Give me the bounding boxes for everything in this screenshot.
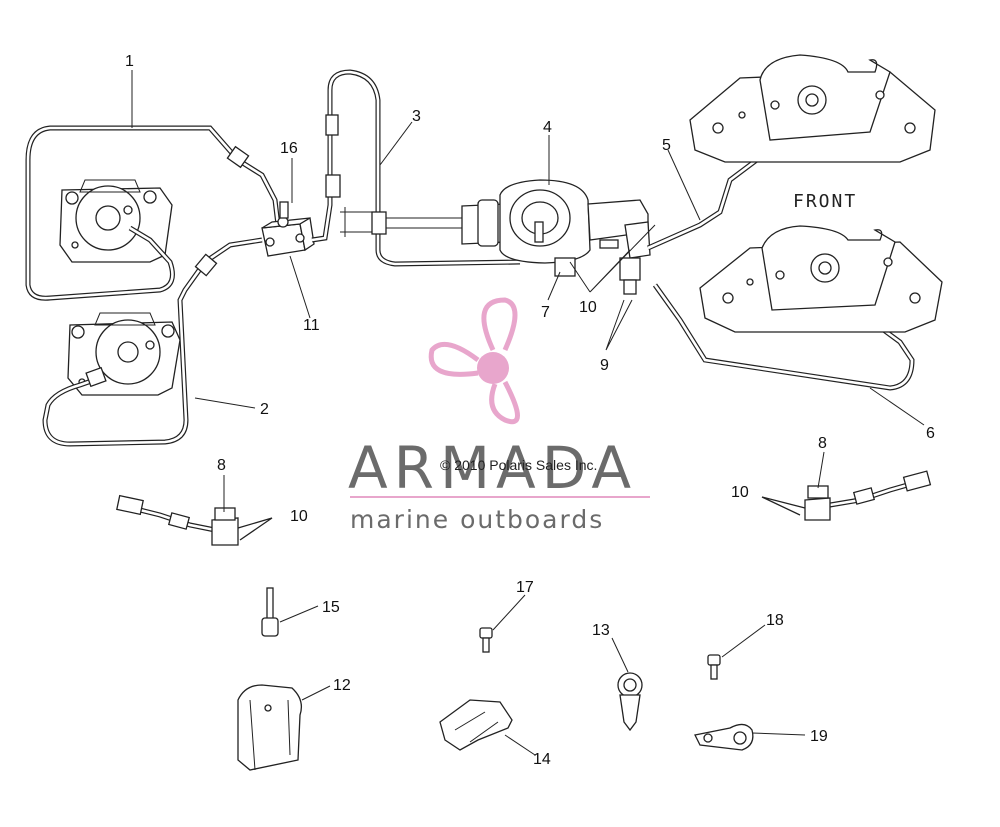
- copyright-text: © 2010 Polaris Sales Inc.: [440, 457, 597, 473]
- banjo-fitting-right: [761, 470, 932, 521]
- master-cylinder: [461, 179, 651, 295]
- callout-14: 14: [533, 751, 551, 768]
- brand-name: ARMADA: [348, 434, 637, 502]
- callout-5: 5: [662, 137, 671, 154]
- callout-8-left: 8: [217, 457, 226, 474]
- callout-10-top: 10: [579, 299, 597, 316]
- callout-1: 1: [125, 53, 134, 70]
- callout-2: 2: [260, 401, 269, 418]
- callout-16: 16: [280, 140, 298, 157]
- callout-18: 18: [766, 612, 784, 629]
- rivet-15: [261, 587, 279, 637]
- callout-9: 9: [600, 357, 609, 374]
- callout-4: 4: [543, 119, 552, 136]
- callout-3: 3: [412, 108, 421, 125]
- callout-12: 12: [333, 677, 351, 694]
- junction-block: [261, 201, 315, 257]
- clip-14: [439, 699, 513, 751]
- callout-6: 6: [926, 425, 935, 442]
- fastener-13: [617, 672, 643, 732]
- propeller-icon: [428, 297, 520, 425]
- callout-19: 19: [810, 728, 828, 745]
- callout-10-left: 10: [290, 508, 308, 525]
- brand-tagline: marine outboards: [350, 505, 604, 534]
- callout-17: 17: [516, 579, 534, 596]
- callout-13: 13: [592, 622, 610, 639]
- leader-lines: [131, 70, 925, 756]
- callout-8-right: 8: [818, 435, 827, 452]
- banjo-fitting-left: [116, 494, 273, 546]
- callout-7: 7: [541, 304, 550, 321]
- caliper-front-top: [689, 54, 936, 163]
- screw-18: [707, 654, 721, 680]
- clamp-12: [237, 684, 303, 771]
- caliper-left-top: [59, 179, 173, 263]
- front-label: FRONT: [793, 191, 857, 212]
- screw-17: [479, 627, 493, 653]
- callout-11: 11: [303, 317, 320, 334]
- callout-15: 15: [322, 599, 340, 616]
- cable-clamp-19: [694, 723, 754, 751]
- callout-10-right: 10: [731, 484, 749, 501]
- caliper-front-bottom: [699, 225, 943, 333]
